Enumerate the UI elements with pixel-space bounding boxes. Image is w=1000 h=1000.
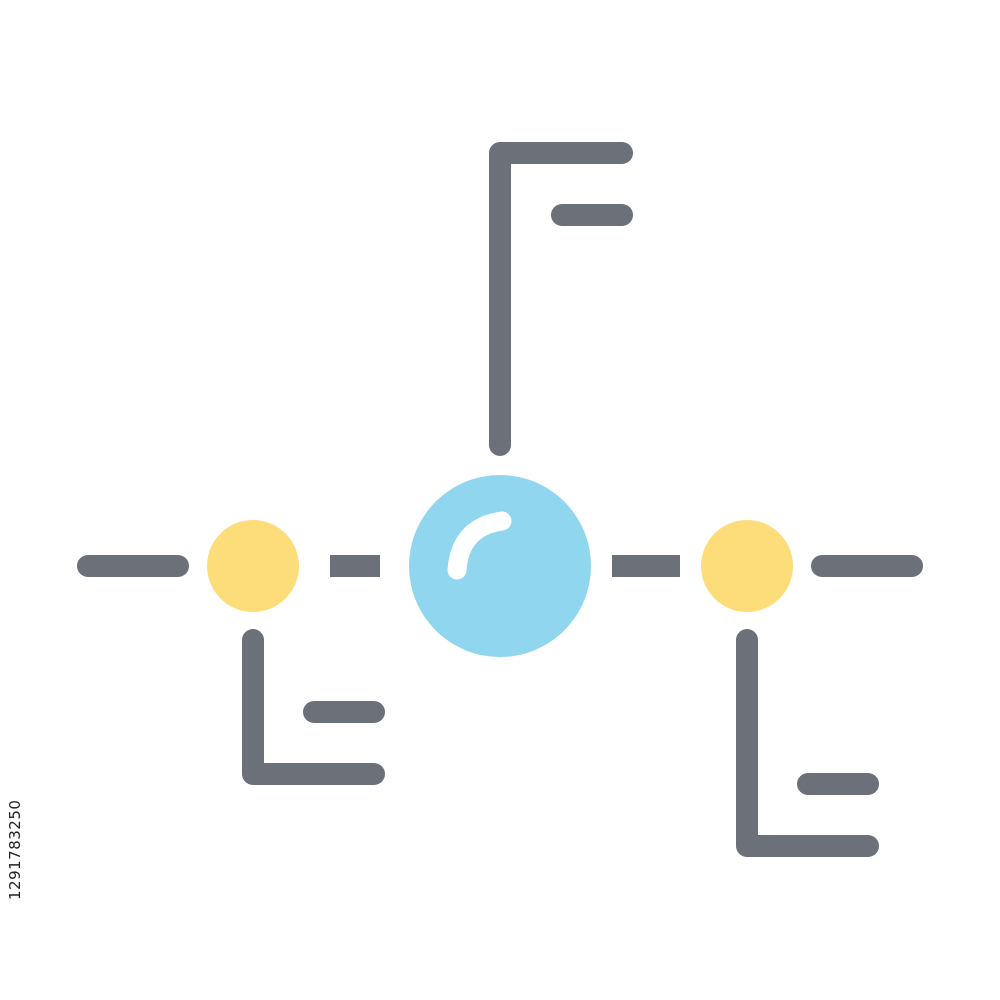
top-flag-icon <box>489 142 633 456</box>
right-node-icon <box>701 520 793 612</box>
stock-id-watermark: 1291783250 <box>6 799 24 900</box>
bottom-left-bracket-icon <box>242 629 385 785</box>
top-flag-pole <box>489 142 633 456</box>
bottom-left-bracket <box>242 629 385 785</box>
bottom-right-bracket-icon <box>736 629 879 857</box>
central-node-icon <box>409 475 591 657</box>
central-node-highlight <box>447 511 512 580</box>
bottom-right-bracket <box>736 629 879 857</box>
left-node-icon <box>207 520 299 612</box>
